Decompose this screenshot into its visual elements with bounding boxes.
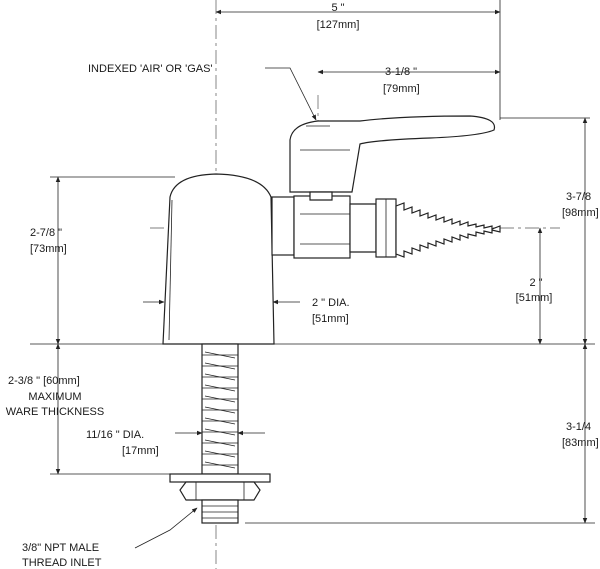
- overall-width-metric: [127mm]: [317, 19, 360, 31]
- faucet-body: [162, 173, 275, 345]
- ware-thickness-line2: MAXIMUM: [28, 391, 81, 403]
- ware-thickness-label: 2-3/8 " [60mm]: [8, 375, 80, 387]
- outlet-height-metric: [51mm]: [516, 292, 553, 304]
- base-diameter-metric: [51mm]: [312, 313, 349, 325]
- shank-length-metric: [83mm]: [562, 437, 599, 449]
- extension-lines: [30, 0, 595, 524]
- valve-lever: [271, 115, 496, 259]
- dimension-labels: 5 " [127mm] INDEXED 'AIR' OR 'GAS' 3-1/8…: [6, 2, 599, 569]
- total-height-label: 3-7/8: [566, 191, 591, 203]
- outlet-height-label: 2 ": [529, 277, 542, 289]
- shank-diameter-label: 11/16 " DIA.: [86, 429, 144, 441]
- ware-thickness-line3: WARE THICKNESS: [6, 406, 104, 418]
- lever-offset-metric: [79mm]: [383, 83, 420, 95]
- overall-width-label: 5 ": [331, 2, 344, 14]
- total-height-metric: [98mm]: [562, 207, 599, 219]
- lever-offset-label: 3-1/8 ": [385, 66, 417, 78]
- indexed-callout: INDEXED 'AIR' OR 'GAS': [88, 63, 213, 75]
- inlet-callout-line1: 3/8" NPT MALE: [22, 542, 99, 554]
- base-diameter-label: 2 " DIA.: [312, 297, 350, 309]
- shank-diameter-metric: [17mm]: [122, 445, 159, 457]
- shank-length-label: 3-1/4: [566, 421, 591, 433]
- hose-nozzle: [395, 202, 501, 258]
- body-height-metric: [73mm]: [30, 243, 67, 255]
- dimension-lines: [55, 9, 588, 549]
- inlet-callout-line2: THREAD INLET: [22, 557, 102, 569]
- body-height-label: 2-7/8 ": [30, 227, 62, 239]
- threaded-shank: [169, 343, 271, 524]
